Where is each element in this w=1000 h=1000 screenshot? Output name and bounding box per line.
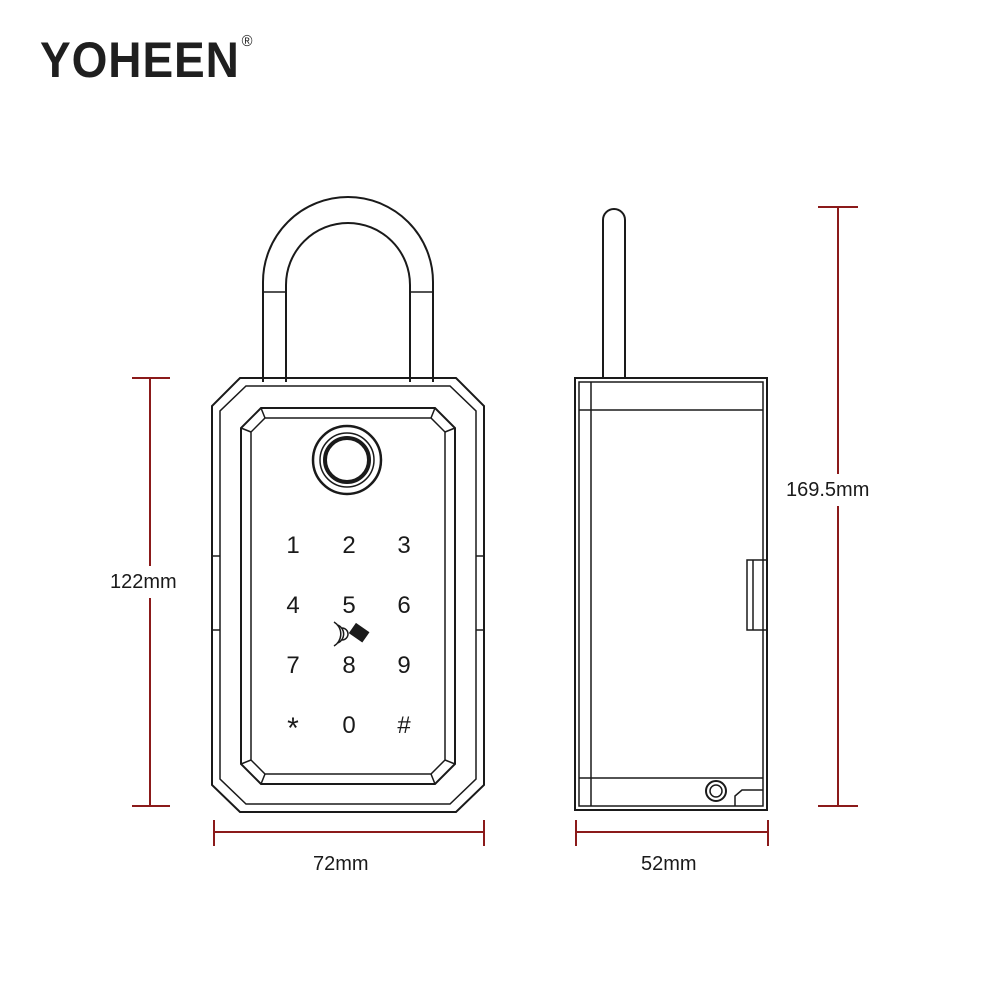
brand-name: YOHEEN [40, 32, 240, 88]
key-0: 0 [342, 712, 355, 739]
key-2: 2 [342, 532, 355, 559]
front-body-outer [211, 377, 485, 813]
key-8: 8 [342, 652, 355, 679]
side-body-inner [578, 381, 764, 807]
fingerprint-sensor-icon [311, 424, 383, 496]
front-shackle-inner [285, 222, 411, 382]
key-5: 5 [342, 592, 355, 619]
dimension-lines [132, 206, 858, 846]
front-shackle [262, 196, 434, 382]
key-star: * [287, 712, 299, 745]
side-view [574, 208, 768, 811]
key-hash: # [397, 712, 411, 739]
nfc-card-icon [333, 621, 370, 647]
key-9: 9 [397, 652, 410, 679]
label-total-height: 169.5mm [786, 474, 870, 506]
key-3: 3 [397, 532, 410, 559]
key-4: 4 [286, 592, 299, 619]
label-depth: 52mm [641, 852, 697, 876]
key-6: 6 [397, 592, 410, 619]
label-width: 72mm [313, 852, 369, 876]
side-shackle [602, 208, 626, 378]
registered-mark: ® [241, 33, 254, 50]
side-body-outer [574, 377, 768, 811]
keypad: 1 2 3 4 5 6 7 8 9 * 0 # [286, 532, 411, 745]
dim-line-total-height [818, 206, 858, 807]
key-hole-icon [705, 780, 727, 802]
key-7: 7 [286, 652, 299, 679]
front-view [211, 196, 485, 813]
brand-logo: YOHEEN® [40, 30, 253, 90]
key-1: 1 [286, 532, 299, 559]
dim-line-depth [575, 820, 769, 846]
front-body-inner [219, 385, 477, 805]
label-body-height: 122mm [110, 566, 177, 598]
side-bottom-notch [734, 789, 763, 806]
side-latch [746, 559, 768, 631]
dim-line-width [213, 820, 485, 846]
